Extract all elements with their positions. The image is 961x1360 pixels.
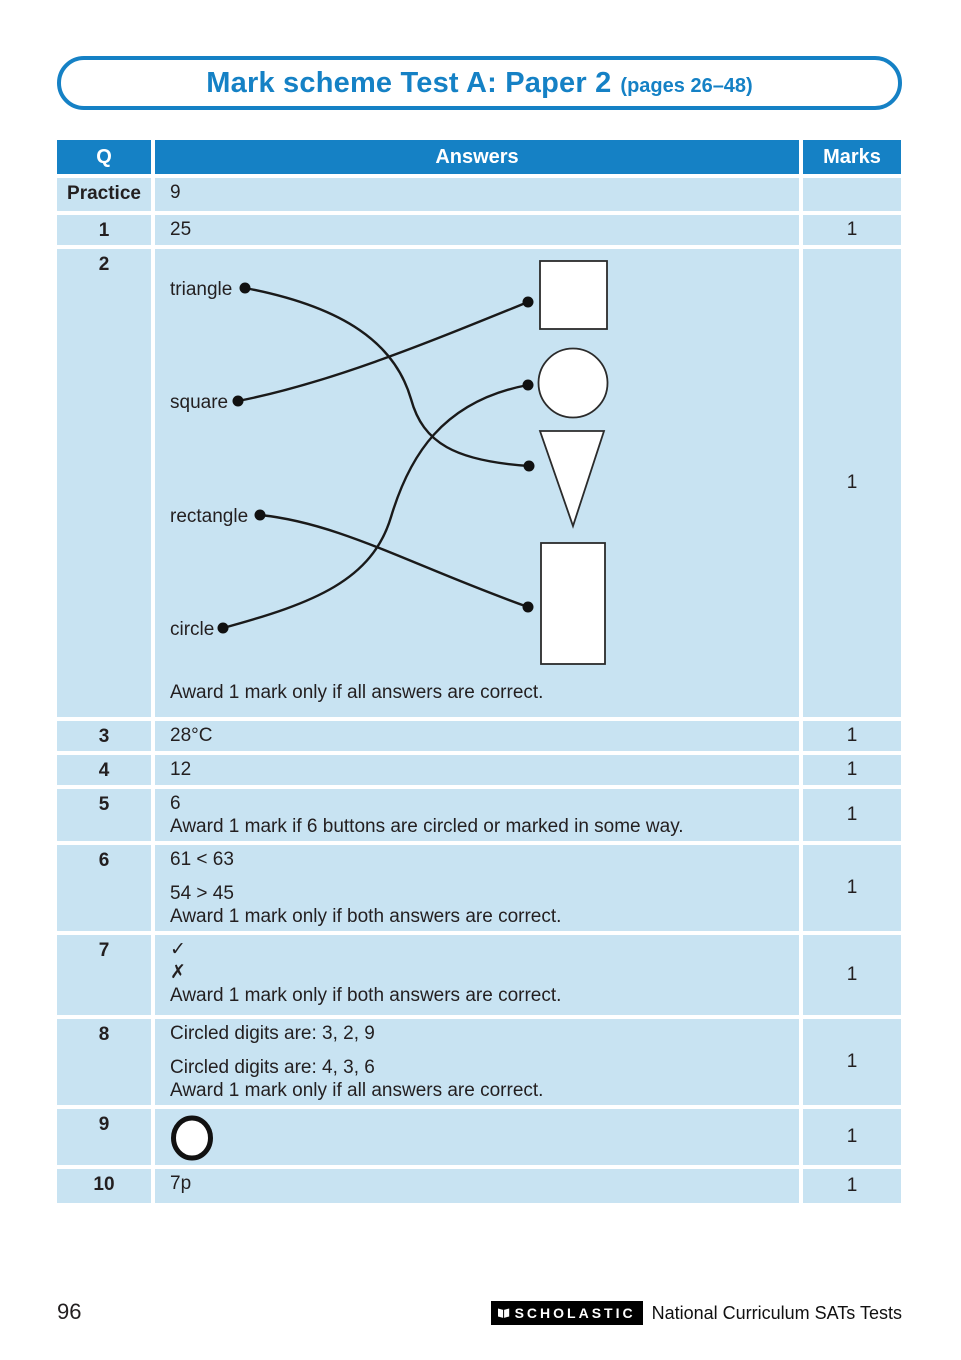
answer-line: ✗ bbox=[170, 962, 186, 983]
answer-line: Award 1 mark if 6 buttons are circled or… bbox=[170, 816, 684, 837]
answer-line: 12 bbox=[170, 759, 192, 780]
page-title: Mark scheme Test A: Paper 2 (pages 26–48… bbox=[57, 56, 902, 110]
triangle-shape bbox=[538, 430, 606, 529]
question-number: 4 bbox=[57, 755, 151, 785]
answer-cell: triangle square rectangle circle Award 1… bbox=[155, 249, 799, 717]
scholastic-logo: SCHOLASTIC bbox=[490, 1301, 643, 1325]
answer-line: Award 1 mark only if all answers are cor… bbox=[170, 1080, 544, 1101]
marks-cell: 1 bbox=[803, 215, 901, 245]
question-number: 5 bbox=[57, 789, 151, 841]
marks-cell: 1 bbox=[803, 1109, 901, 1165]
marks-cell: 1 bbox=[803, 249, 901, 717]
match-line-triangle bbox=[244, 286, 530, 468]
label-square: square bbox=[170, 392, 228, 413]
square-shape bbox=[539, 260, 608, 330]
match-line-circle bbox=[222, 383, 529, 630]
page-title-pages: (pages 26–48) bbox=[620, 74, 753, 97]
table-header-row: Q Answers Marks bbox=[57, 140, 901, 174]
table-row: 9 1 bbox=[57, 1109, 901, 1165]
question-number: 1 bbox=[57, 215, 151, 245]
answer-line-gap bbox=[170, 871, 799, 882]
matching-diagram: triangle square rectangle circle bbox=[170, 260, 609, 665]
answer-cell: 9 bbox=[155, 178, 799, 211]
column-header-marks: Marks bbox=[803, 140, 901, 174]
question-number: 9 bbox=[57, 1109, 151, 1165]
open-book-icon bbox=[497, 1308, 509, 1318]
match-line-square bbox=[237, 300, 529, 403]
square-label-dot bbox=[232, 395, 244, 407]
marks-cell: 1 bbox=[803, 935, 901, 1015]
marks-cell: 1 bbox=[803, 1019, 901, 1105]
table-row: 4 12 1 bbox=[57, 755, 901, 785]
label-circle: circle bbox=[170, 619, 214, 640]
circle-shape-dot bbox=[522, 379, 534, 391]
rectangle-shape-dot bbox=[522, 601, 534, 613]
rectangle-shape bbox=[540, 542, 606, 665]
award-note: Award 1 mark only if all answers are cor… bbox=[170, 682, 544, 703]
circle-label-dot bbox=[217, 622, 229, 634]
page-title-text: Mark scheme Test A: Paper 2 bbox=[206, 66, 612, 99]
page-number: 96 bbox=[57, 1299, 82, 1324]
marks-cell: 1 bbox=[803, 789, 901, 841]
square-shape-dot bbox=[522, 296, 534, 308]
answer-line: Award 1 mark only if both answers are co… bbox=[170, 985, 562, 1006]
label-triangle: triangle bbox=[170, 279, 232, 300]
answer-cell: Circled digits are: 3, 2, 9 Circled digit… bbox=[155, 1019, 799, 1105]
footer-series-title: National Curriculum SATs Tests bbox=[651, 1302, 902, 1323]
brand-name: SCHOLASTIC bbox=[514, 1305, 636, 1321]
drawn-circle-answer bbox=[171, 1115, 213, 1161]
answer-line: ✓ bbox=[170, 939, 186, 960]
answer-cell: 28°C bbox=[155, 721, 799, 751]
answer-line: Award 1 mark only if both answers are co… bbox=[170, 906, 562, 927]
table-row: 7✓✗Award 1 mark only if both answers are… bbox=[57, 935, 901, 1015]
question-number: 8 bbox=[57, 1019, 151, 1105]
answer-line: 9 bbox=[170, 182, 181, 203]
table-row: Practice 9 bbox=[57, 178, 901, 211]
triangle-label-dot bbox=[239, 282, 251, 294]
answer-line: Circled digits are: 4, 3, 6 bbox=[170, 1057, 375, 1078]
question-number: 7 bbox=[57, 935, 151, 1015]
match-line-rectangle bbox=[259, 513, 529, 609]
answer-line: 61 < 63 bbox=[170, 849, 234, 870]
answer-cell: ✓✗Award 1 mark only if both answers are … bbox=[155, 935, 799, 1015]
question-number: 6 bbox=[57, 845, 151, 931]
triangle-shape-dot bbox=[523, 460, 535, 472]
column-header-answers: Answers bbox=[155, 140, 799, 174]
circle-shape bbox=[537, 347, 609, 419]
question-number: 10 bbox=[57, 1169, 151, 1203]
answer-line: 25 bbox=[170, 219, 192, 240]
marks-cell: 1 bbox=[803, 845, 901, 931]
answer-cell: 7p bbox=[155, 1169, 799, 1203]
question-number: Practice bbox=[57, 178, 151, 211]
table-row: 3 28°C 1 bbox=[57, 721, 901, 751]
answer-line-gap bbox=[170, 1045, 799, 1056]
table-row: 1 25 1 bbox=[57, 215, 901, 245]
footer: SCHOLASTIC National Curriculum SATs Test… bbox=[490, 1301, 902, 1325]
table-row: 10 7p 1 bbox=[57, 1169, 901, 1203]
question-number: 3 bbox=[57, 721, 151, 751]
answer-line: Circled digits are: 3, 2, 9 bbox=[170, 1023, 375, 1044]
answer-line: 7p bbox=[170, 1173, 192, 1194]
answer-line: 28°C bbox=[170, 725, 213, 746]
answer-cell: 12 bbox=[155, 755, 799, 785]
column-header-q: Q bbox=[57, 140, 151, 174]
question-number: 2 bbox=[57, 249, 151, 717]
rectangle-label-dot bbox=[254, 509, 266, 521]
table-row: 2 triangle square rectangle circle bbox=[57, 249, 901, 717]
marks-cell: 1 bbox=[803, 755, 901, 785]
marks-cell bbox=[803, 178, 901, 211]
answer-line: 6 bbox=[170, 793, 181, 814]
answer-cell bbox=[155, 1109, 799, 1165]
marks-cell: 1 bbox=[803, 1169, 901, 1203]
marks-cell: 1 bbox=[803, 721, 901, 751]
answer-line: 54 > 45 bbox=[170, 883, 234, 904]
label-rectangle: rectangle bbox=[170, 506, 248, 527]
answer-cell: 25 bbox=[155, 215, 799, 245]
